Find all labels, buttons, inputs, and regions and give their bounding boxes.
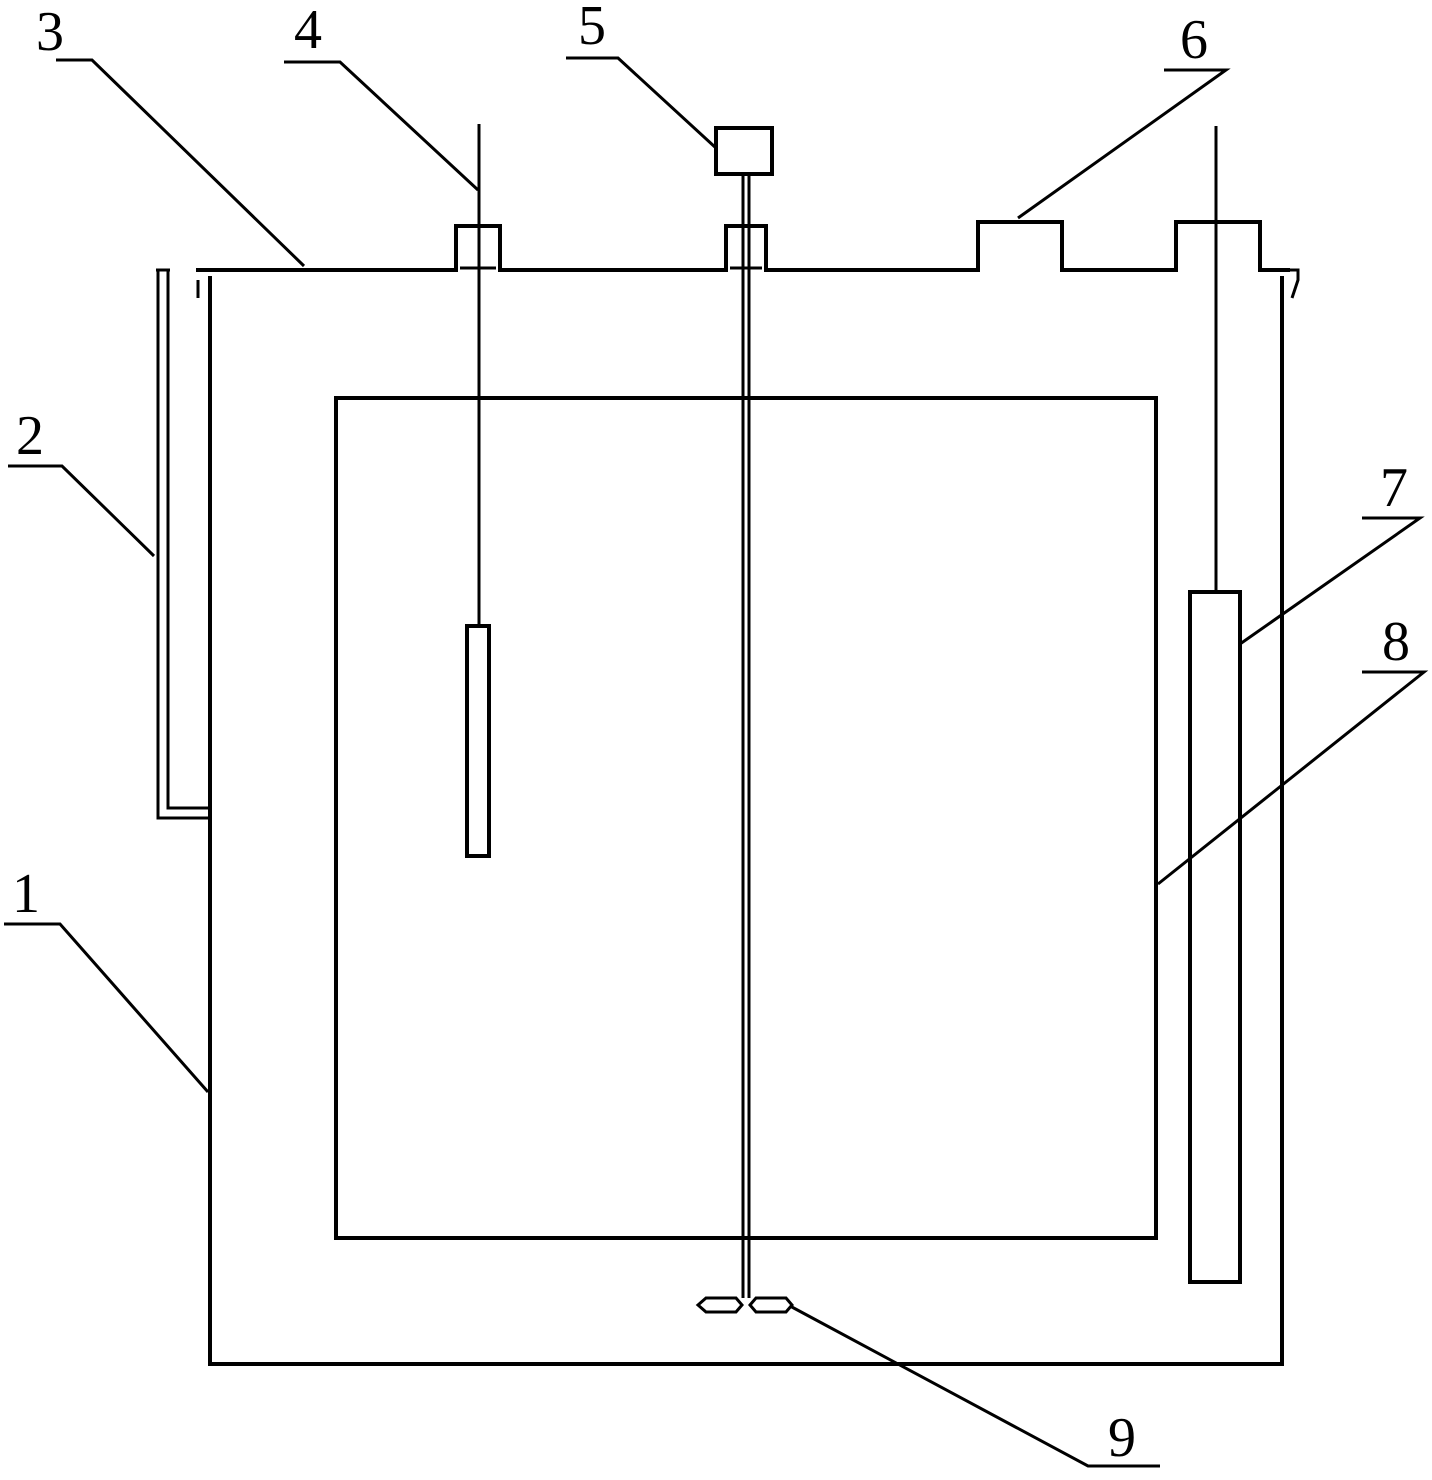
outer-tank [196,268,1300,1366]
inner-frame [334,396,1158,1240]
callout-7: 7 [1380,457,1408,519]
heater-rod [1188,126,1242,1284]
callout-labels: 3 4 5 6 2 7 8 1 9 [12,0,1410,1469]
side-tube [156,268,210,820]
stirrer-motor [714,126,774,1298]
callout-2: 2 [16,405,44,467]
callout-3: 3 [36,1,64,63]
callout-8: 8 [1382,611,1410,673]
callout-1: 1 [12,863,40,925]
impeller [695,1296,794,1314]
probe-rod [465,124,491,858]
leader-lines [4,56,1429,1468]
callout-4: 4 [294,0,322,61]
callout-6: 6 [1180,9,1208,71]
callout-9: 9 [1108,1407,1136,1469]
callout-5: 5 [578,0,606,57]
